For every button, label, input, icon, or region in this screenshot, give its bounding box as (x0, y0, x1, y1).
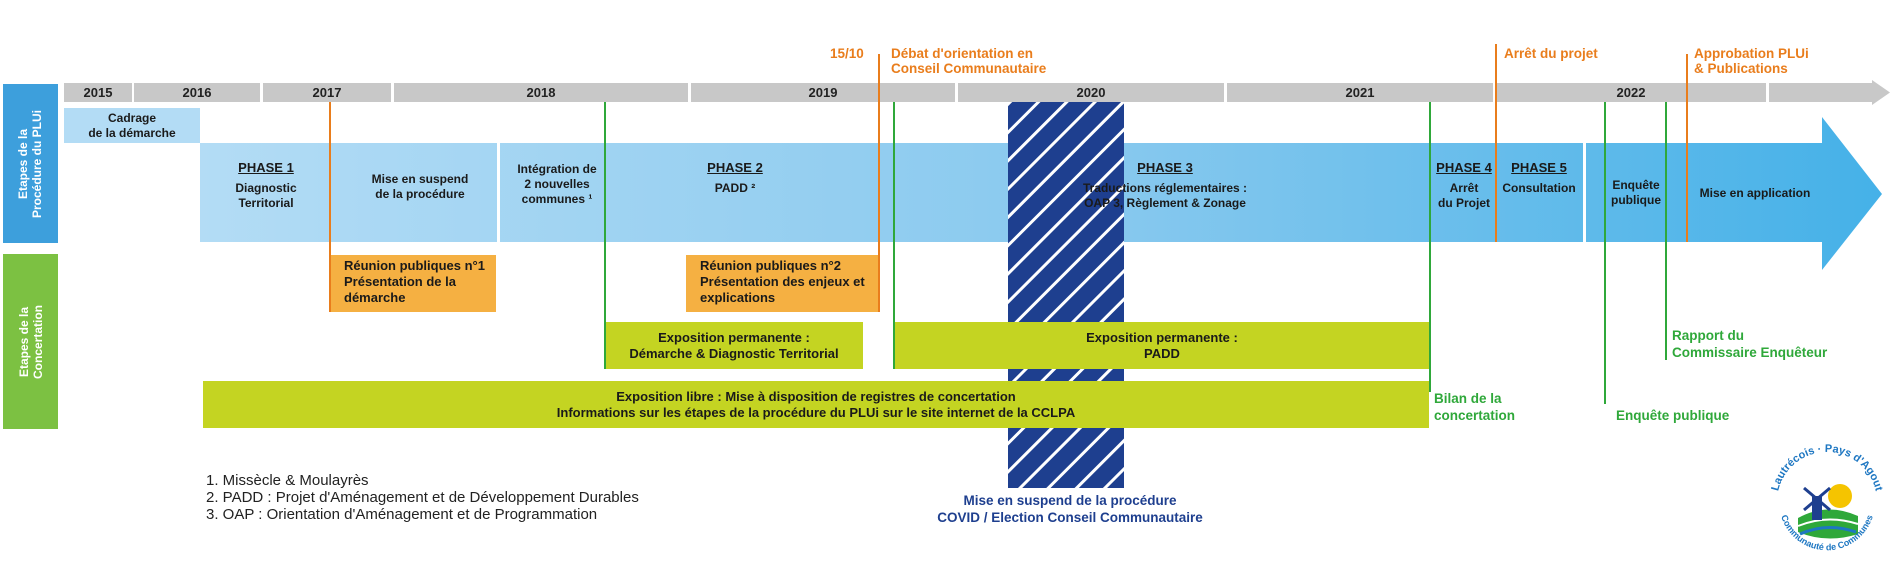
enquete-text: Enquête publique (1611, 178, 1661, 207)
footnotes: 1. Missècle & Moulayrès 2. PADD : Projet… (206, 472, 639, 523)
reunion-1-box: Réunion publiques n°1 Présentation de la… (330, 255, 496, 312)
green-line-rapport (1665, 102, 1667, 360)
orange-line-debat (878, 54, 880, 312)
covid-label: Mise en suspend de la procédure COVID / … (937, 493, 1203, 525)
bilan-label: Bilan de la concertation (1434, 391, 1516, 423)
rapport-label: Rapport du Commissaire Enquêteur (1672, 328, 1828, 360)
exposition-1-bar: Exposition permanente : Démarche & Diagn… (605, 322, 863, 369)
phase4-title: PHASE 4 (1436, 160, 1492, 175)
phase1-title: PHASE 1 (238, 160, 294, 175)
exposition-1-text: Exposition permanente : Démarche & Diagn… (629, 329, 839, 361)
cadrage-box: Cadrage de la démarche (64, 108, 200, 143)
integration-block: Intégration de 2 nouvelles communes ¹ (500, 162, 614, 207)
orange-line-approbation (1686, 54, 1688, 242)
exposition-libre-text: Exposition libre : Mise à disposition de… (556, 388, 1076, 420)
application-block: Mise en application (1690, 186, 1820, 201)
phase4-block: PHASE 4 Arrêt du Projet (1432, 160, 1496, 211)
phase5-text: Consultation (1502, 181, 1576, 195)
year-2016: 2016 (134, 83, 260, 102)
year-2022: 2022 (1496, 83, 1766, 102)
sidebar-concertation: Etapes de la Concertation (3, 254, 58, 429)
date-1510-label: 15/10 (830, 46, 864, 61)
exposition-libre-bar: Exposition libre : Mise à disposition de… (203, 381, 1429, 428)
year-2020: 2020 (958, 83, 1224, 102)
orange-line-2017 (329, 102, 331, 312)
green-line-2019 (893, 102, 895, 369)
debat-label: Débat d'orientation en Conseil Communaut… (891, 46, 1047, 76)
reunion-2-box: Réunion publiques n°2 Présentation des e… (686, 255, 878, 312)
green-line-2018 (604, 102, 606, 369)
reunion-1-text: Réunion publiques n°1 Présentation de la… (344, 258, 485, 305)
enquete-label: Enquête publique (1616, 408, 1730, 423)
phase1-text: Diagnostic Territorial (235, 181, 297, 210)
phase3-text: Traductions réglementaires : OAP 3, Règl… (1082, 181, 1248, 210)
orange-line-arret (1495, 44, 1497, 242)
footnote-1: 1. Missècle & Moulayrès (206, 472, 369, 489)
integration-text: Intégration de 2 nouvelles communes ¹ (517, 162, 597, 206)
approbation-label: Approbation PLUi & Publications (1694, 46, 1809, 76)
year-2018: 2018 (394, 83, 688, 102)
footnote-3: 3. OAP : Orientation d'Aménagement et de… (206, 506, 598, 523)
arret-label: Arrêt du projet (1504, 46, 1598, 61)
exposition-2-text: Exposition permanente : PADD (1086, 329, 1238, 361)
phase2-block: PHASE 2 PADD ² (660, 160, 810, 196)
phase5-title: PHASE 5 (1511, 160, 1567, 175)
footnote-2: 2. PADD : Projet d'Aménagement et de Dév… (206, 489, 639, 506)
year-2015: 2015 (64, 83, 132, 102)
phase1-block: PHASE 1 Diagnostic Territorial (200, 160, 332, 211)
year-2023-segment (1769, 83, 1873, 102)
cadrage-label: Cadrage de la démarche (88, 110, 176, 140)
green-line-enquete (1604, 102, 1606, 404)
timeline-arrow-icon (1872, 80, 1890, 105)
phase4-text: Arrêt du Projet (1437, 181, 1490, 210)
phase2-title: PHASE 2 (707, 160, 763, 175)
year-2017: 2017 (263, 83, 391, 102)
application-text: Mise en application (1699, 186, 1811, 200)
phase2-text: PADD ² (714, 181, 756, 195)
exposition-2-bar: Exposition permanente : PADD (895, 322, 1429, 369)
phase5-block: PHASE 5 Consultation (1496, 160, 1582, 196)
phase3-block: PHASE 3 Traductions réglementaires : OAP… (1020, 160, 1310, 211)
year-2019: 2019 (691, 83, 955, 102)
cclpa-logo: Lautrécois · Pays d'Agout Communauté de … (1769, 443, 1884, 552)
green-line-bilan (1429, 102, 1431, 392)
suspend-block: Mise en suspend de la procédure (340, 172, 500, 202)
suspend-text: Mise en suspend de la procédure (371, 172, 469, 201)
sidebar-procedure: Etapes de la Procédure du PLUi (3, 84, 58, 243)
year-2021: 2021 (1227, 83, 1493, 102)
enquete-block: Enquête publique (1590, 178, 1682, 208)
phase3-title: PHASE 3 (1137, 160, 1193, 175)
reunion-2-text: Réunion publiques n°2 Présentation des e… (700, 258, 865, 305)
